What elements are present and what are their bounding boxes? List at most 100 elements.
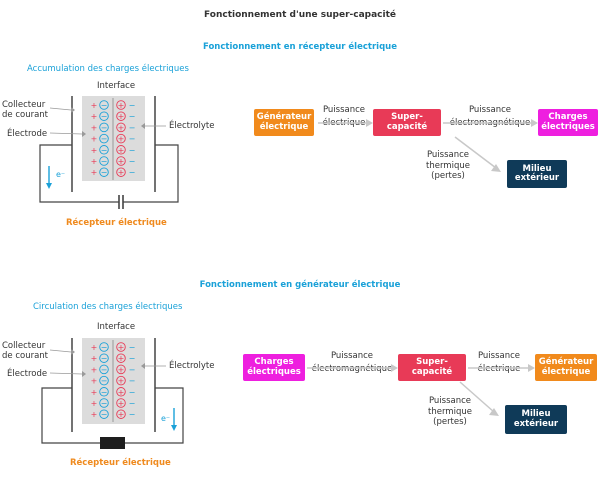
section2-ion-minus: − [129, 354, 136, 363]
section1-charge-plus [116, 156, 126, 166]
section2-ion-minus: − [129, 388, 136, 397]
section2-ion-minus: − [129, 399, 136, 408]
section2-charge-minus [99, 375, 109, 386]
section2-electrode-arrow [49, 372, 83, 375]
section1-ion-minus: − [129, 123, 136, 132]
section1-charge-minus-sign: − [101, 157, 108, 166]
section1-electrolyte-label: Électrolyte [169, 121, 215, 131]
section1-ion-plus: + [91, 135, 98, 144]
section2-charge-plus-sign: + [118, 410, 125, 419]
section1-charge-plus-sign: + [118, 112, 125, 121]
section1-charge-plus-sign: + [118, 146, 125, 155]
section1-generator-box: Générateur électrique [254, 109, 314, 136]
section1-charge-plus-sign: + [118, 168, 125, 177]
section1-charge-minus-sign: − [101, 101, 108, 110]
section1-charge-plus [116, 133, 126, 144]
section1-heading: Fonctionnement en récepteur électrique [203, 42, 397, 52]
section2-charge-plus-sign: + [118, 377, 125, 386]
section2-electrode-label: Électrode [7, 369, 48, 379]
section2-ion-plus: + [91, 388, 98, 397]
section1-charge-minus-sign: − [101, 112, 108, 121]
section1-charge-minus [99, 156, 109, 166]
section2-circuit-wire [41, 387, 100, 444]
section2-electron-label: e⁻ [161, 414, 171, 423]
section1-charge-minus-sign: − [101, 168, 108, 177]
section2-ion-plus: + [91, 365, 98, 374]
section2-collecteur-arrow [49, 349, 72, 353]
section1-collecteur-arrowhead [71, 107, 75, 113]
section1-circuit-wire-right [123, 144, 179, 203]
section1-ion-minus: − [129, 101, 136, 110]
section2-ion-plus: + [91, 354, 98, 363]
section2-receptor-symbol [100, 437, 125, 449]
section2-charge-minus [99, 342, 109, 352]
section2-charge-plus [116, 387, 126, 397]
section2-ion-plus: + [91, 399, 98, 408]
section2-charge-plus [116, 409, 126, 419]
section1-charge-plus-sign: + [118, 135, 125, 144]
section1-charge-plus-sign: + [118, 157, 125, 166]
section2-milieu-box: Milieu extérieur [505, 405, 567, 434]
section2-charge-minus-sign: − [101, 365, 108, 374]
section1-electrode-label: Électrode [7, 129, 48, 139]
section1-ion-minus: − [129, 112, 136, 121]
section2-charge-minus-sign: − [101, 354, 108, 363]
section1-electron-arrowhead [46, 183, 52, 189]
section2-charge-minus-sign: − [101, 343, 108, 352]
section1-charge-minus-sign: − [101, 123, 108, 132]
section1-charge-plus-sign: + [118, 101, 125, 110]
section2-charge-plus [116, 364, 126, 375]
section2-heading: Fonctionnement en générateur électrique [199, 280, 401, 290]
section2-ion-minus: − [129, 410, 136, 419]
section2-charge-minus [99, 409, 109, 419]
section1-subheading: Accumulation des charges électriques [27, 64, 189, 74]
section2-ion-minus: − [129, 343, 136, 352]
section1-ion-plus: + [91, 123, 98, 132]
section2-charge-minus [99, 353, 109, 363]
section2-electrolyte-region [82, 338, 145, 424]
section2-ion-plus: + [91, 410, 98, 419]
section2-collecteur-label: Collecteur de courant [2, 341, 49, 362]
section1-ion-plus: + [91, 112, 98, 121]
page-title: Fonctionnement d'une super-capacité [203, 10, 396, 20]
section1-collecteur-arrow [49, 107, 72, 111]
section2-charge-minus-sign: − [101, 410, 108, 419]
section1-charge-minus [99, 100, 109, 110]
section1-ion-plus: + [91, 146, 98, 155]
section2-charge-minus [99, 398, 109, 408]
section2-charge-plus-sign: + [118, 388, 125, 397]
section2-interface-label: Interface [97, 322, 136, 332]
section2-power-label-3: Puissance thermique (pertes) [428, 396, 472, 428]
section1-circuit-wire [39, 144, 119, 203]
section1-charge-plus [116, 145, 126, 155]
section2-supercap-box: Super- capacité [398, 354, 466, 381]
section1-charge-plus [116, 111, 126, 121]
section1-interface-label: Interface [97, 81, 136, 91]
section1-charge-minus [99, 145, 109, 155]
section2-charge-plus [116, 375, 126, 386]
section1-charge-minus [99, 133, 109, 144]
section1-charges: +−+−+−+−+−+−+−+−+−+−+−+−+−+− [91, 98, 136, 180]
section2-charge-minus [99, 387, 109, 397]
section1-electrode-arrow [49, 132, 83, 135]
section1-charge-plus [116, 167, 126, 177]
section2-charge-plus-sign: + [118, 399, 125, 408]
section2-ion-minus: − [129, 365, 136, 374]
section1-ion-plus: + [91, 157, 98, 166]
section2-electrode-arrowhead [82, 371, 86, 377]
section1-charges-box: Charges électriques [538, 109, 598, 136]
section2-generator-box: Générateur électrique [535, 354, 597, 381]
section1-ion-plus: + [91, 168, 98, 177]
section1-ion-plus: + [91, 101, 98, 110]
section1-charge-plus-sign: + [118, 123, 125, 132]
section2-charge-plus [116, 342, 126, 352]
section2-charge-plus [116, 398, 126, 408]
section2-charges: +−+−+−+−+−+−+−+−+−+−+−+−+−+− [91, 340, 136, 422]
section2-subheading: Circulation des charges électriques [33, 302, 183, 312]
section2-charge-minus-sign: − [101, 399, 108, 408]
section1-charge-minus [99, 111, 109, 121]
